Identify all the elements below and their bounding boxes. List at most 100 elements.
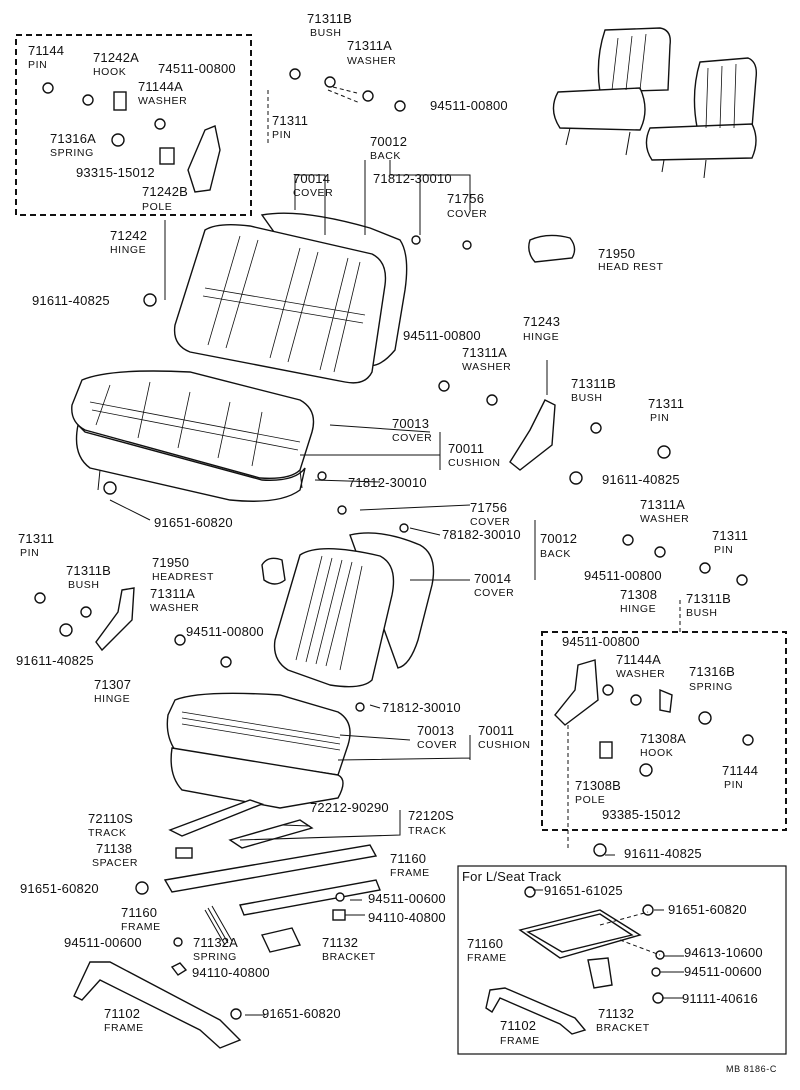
label-71132-b: 71132 (598, 1006, 634, 1021)
name-71316B: SPRING (689, 681, 733, 693)
label-71311A-l: 71311A (150, 586, 195, 601)
label-91611-l: 91611-40825 (16, 653, 94, 668)
label-71311-top: 71311 (272, 113, 308, 128)
label-71144A-r: 71144A (616, 652, 661, 667)
label-72212: 72212-90290 (310, 800, 389, 815)
leader-lines (109, 86, 684, 1016)
label-91651-d: 91651-60820 (668, 902, 747, 917)
label-71308A: 71308A (640, 731, 686, 746)
label-91111: 91111-40616 (682, 991, 758, 1006)
label-94511-mid: 94511-00800 (403, 328, 481, 343)
label-71307: 71307 (94, 677, 131, 692)
label-94110-b: 94110-40800 (192, 965, 270, 980)
name-71308B: POLE (575, 794, 605, 806)
label-70013-bot: 70013 (417, 723, 454, 738)
bucket-back-lower (273, 532, 435, 688)
label-94511-600b: 94511-00600 (64, 935, 142, 950)
label-91611-top: 91611-40825 (32, 293, 110, 308)
label-70012-top: 70012 (370, 134, 407, 149)
name-70014-bot: COVER (474, 587, 514, 599)
seat-track-assembly (73, 799, 381, 1049)
name-71311B-mid: BUSH (571, 392, 603, 404)
name-71138: SPACER (92, 857, 138, 869)
label-78182: 78182-30010 (442, 527, 521, 542)
label-71950-l: 71950 (152, 555, 189, 570)
name-71307: HINGE (94, 693, 130, 705)
name-71311A-mid: WASHER (462, 361, 511, 373)
name-71242: HINGE (110, 244, 146, 256)
name-71311B-l: BUSH (68, 579, 100, 591)
hinge-group-box-top (15, 34, 252, 216)
label-71144-r: 71144 (722, 763, 758, 778)
name-71242B: POLE (142, 201, 172, 213)
label-70012-bot: 70012 (540, 531, 577, 546)
name-72110S: TRACK (88, 827, 127, 839)
name-71132-b: BRACKET (596, 1022, 650, 1034)
label-71242A: 71242A (93, 50, 139, 65)
name-71311A-top: WASHER (347, 55, 396, 67)
label-72110S: 72110S (88, 811, 133, 826)
label-71311B-mid: 71311B (571, 376, 616, 391)
label-71311A-mid: 71311A (462, 345, 507, 360)
label-71311B-r: 71311B (686, 591, 731, 606)
assembled-seat-illustration (552, 27, 758, 179)
label-71311B-l: 71311B (66, 563, 111, 578)
label-71311-r: 71311 (712, 528, 748, 543)
label-70011-top: 70011 (448, 441, 484, 456)
label-94110-a: 94110-40800 (368, 910, 446, 925)
label-71311-l: 71311 (18, 531, 54, 546)
label-71132A: 71132A (193, 935, 238, 950)
label-71242B: 71242B (142, 184, 188, 199)
label-71243: 71243 (523, 314, 560, 329)
name-71160-a: FRAME (390, 867, 430, 879)
label-91611-bot: 91611-40825 (624, 846, 702, 861)
label-91651-b: 91651-60820 (20, 881, 99, 896)
label-94511-box: 94511-00800 (562, 634, 640, 649)
label-71132-a: 71132 (322, 935, 358, 950)
label-71160-a: 71160 (390, 851, 426, 866)
label-70011-bot: 70011 (478, 723, 514, 738)
label-72120S: 72120S (408, 808, 454, 823)
label-71316B: 71316B (689, 664, 735, 679)
name-71144A-r: WASHER (616, 668, 665, 680)
label-94511-600a: 94511-00600 (368, 891, 446, 906)
name-71144-top: PIN (28, 59, 47, 71)
name-71311B-r: BUSH (686, 607, 718, 619)
label-71812-c: 71812-30010 (382, 700, 461, 715)
bench-cushion-upper (71, 370, 315, 502)
label-71316A: 71316A (50, 131, 96, 146)
label-71756-top: 71756 (447, 191, 484, 206)
name-71308: HINGE (620, 603, 656, 615)
for-lseat-track-title: For L/Seat Track (462, 869, 562, 884)
name-70011-top: CUSHION (448, 457, 501, 469)
name-70012-top: BACK (370, 150, 401, 162)
name-71132-a: BRACKET (322, 951, 376, 963)
label-71812-b: 71812-30010 (348, 475, 427, 490)
label-71756-bot: 71756 (470, 500, 507, 515)
label-71950-top: 71950 (598, 246, 635, 261)
name-71311B-top: BUSH (310, 27, 342, 39)
label-71311B-top: 71311B (307, 11, 352, 26)
diagram-reference: MB 8186-C (726, 1064, 777, 1074)
name-71950-l: HEADREST (152, 571, 214, 583)
label-71102-a: 71102 (104, 1006, 140, 1021)
label-71308B: 71308B (575, 778, 621, 793)
name-70014-top: COVER (293, 187, 333, 199)
label-71311A-top: 71311A (347, 38, 392, 53)
name-70012-bot: BACK (540, 548, 571, 560)
name-71311-r: PIN (714, 544, 733, 556)
label-71160-b: 71160 (121, 905, 157, 920)
name-71160-c: FRAME (467, 952, 507, 964)
name-71144-r: PIN (724, 779, 743, 791)
lseat-track-parts (485, 886, 665, 1035)
name-71132A: SPRING (193, 951, 237, 963)
lseat-track-box (457, 865, 787, 1055)
name-71311-mid: PIN (650, 412, 669, 424)
label-71144-top: 71144 (28, 43, 64, 58)
label-71144A-top: 71144A (138, 79, 183, 94)
label-70014-top: 70014 (293, 171, 330, 186)
name-70011-bot: CUSHION (478, 739, 531, 751)
label-93385: 93385-15012 (602, 807, 681, 822)
name-71311A-r: WASHER (640, 513, 689, 525)
